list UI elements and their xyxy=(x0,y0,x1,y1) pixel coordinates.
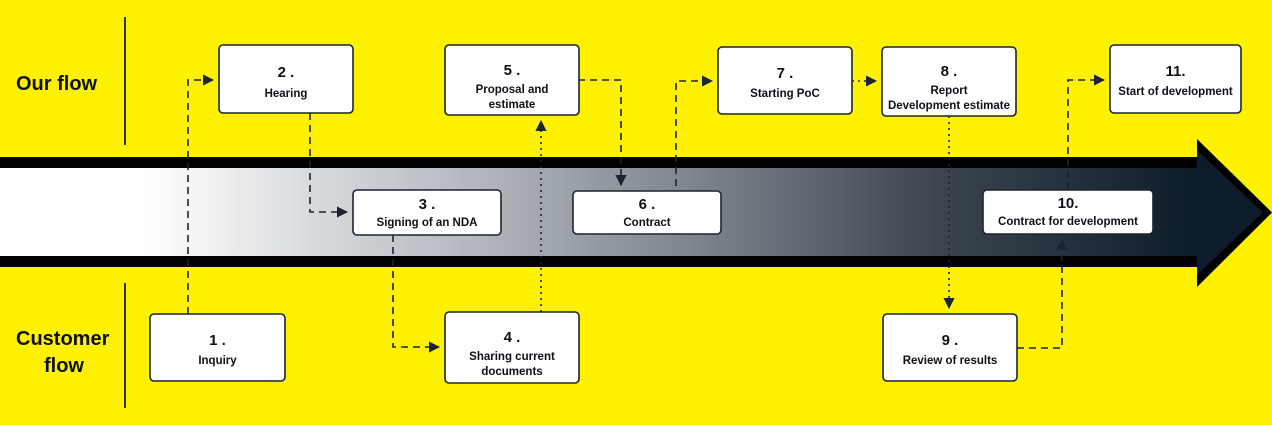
step-box-3-line-1: Signing of an NDA xyxy=(377,217,478,229)
connector-5-to-6 xyxy=(578,79,627,187)
connector-2-to-3 xyxy=(309,113,349,218)
step-box-9-rect[interactable] xyxy=(882,313,1018,382)
step-box-10[interactable]: 10. Contract for development xyxy=(982,189,1154,235)
timeline-arrow-head xyxy=(1197,150,1263,275)
step-box-6-line-1: Contract xyxy=(623,217,670,229)
step-box-4-line-1: Sharing current xyxy=(469,351,555,363)
connector-10-to-11 xyxy=(1067,74,1106,190)
step-box-5-rect[interactable] xyxy=(444,44,580,116)
step-box-9-number: 9 . xyxy=(942,332,959,349)
step-box-10-number: 10. xyxy=(1058,195,1079,212)
step-box-6[interactable]: 6 . Contract xyxy=(572,190,722,235)
connector-6-to-7 xyxy=(675,75,714,234)
step-box-10-line-1: Contract for development xyxy=(998,216,1138,228)
connector-3-to-4 xyxy=(392,235,441,353)
step-box-5-line-2: estimate xyxy=(489,99,536,111)
step-box-1-number: 1 . xyxy=(209,332,226,349)
connection-layer xyxy=(187,74,1106,353)
step-box-11-number: 11. xyxy=(1165,63,1185,80)
connector-1-to-2 xyxy=(187,74,215,314)
step-box-4-line-2: documents xyxy=(481,366,542,378)
step-box-7-line-1: Starting PoC xyxy=(750,88,820,100)
step-box-5[interactable]: 5 . Proposal and estimate xyxy=(444,44,580,116)
step-box-2[interactable]: 2 . Hearing xyxy=(218,44,354,114)
step-box-7-rect[interactable] xyxy=(717,46,853,115)
step-box-1[interactable]: 1 . Inquiry xyxy=(149,313,286,382)
step-box-6-rect[interactable] xyxy=(572,190,722,235)
step-box-6-number: 6 . xyxy=(639,196,656,213)
lane-label-our-flow: Our flow xyxy=(16,73,98,95)
lane-label-customer-flow-line1: Customer xyxy=(16,328,110,350)
step-box-3[interactable]: 3 . Signing of an NDA xyxy=(352,189,502,236)
step-box-10-rect[interactable] xyxy=(982,189,1154,235)
step-box-2-rect[interactable] xyxy=(218,44,354,114)
step-box-5-line-1: Proposal and xyxy=(476,84,549,96)
step-box-11[interactable]: 11. Start of development xyxy=(1109,44,1242,114)
lane-label-customer-flow-line2: flow xyxy=(44,355,84,377)
step-box-4-number: 4 . xyxy=(504,329,521,346)
step-box-5-number: 5 . xyxy=(504,62,521,79)
step-box-3-number: 3 . xyxy=(419,196,436,213)
step-box-8-line-1: Report xyxy=(930,85,967,97)
step-box-7[interactable]: 7 . Starting PoC xyxy=(717,46,853,115)
step-box-3-rect[interactable] xyxy=(352,189,502,236)
step-box-8-number: 8 . xyxy=(941,63,958,80)
step-box-11-line-1: Start of development xyxy=(1118,86,1233,98)
step-box-8-rect[interactable] xyxy=(881,46,1017,117)
step-box-1-line-1: Inquiry xyxy=(198,355,237,367)
step-box-8-line-2: Development estimate xyxy=(888,100,1010,112)
step-box-7-number: 7 . xyxy=(777,65,794,82)
step-box-2-line-1: Hearing xyxy=(265,88,308,100)
connector-9-to-10 xyxy=(1017,238,1068,349)
step-box-1-rect[interactable] xyxy=(149,313,286,382)
step-box-4-rect[interactable] xyxy=(444,311,580,384)
step-box-8[interactable]: 8 . Report Development estimate xyxy=(881,46,1017,117)
step-box-9-line-1: Review of results xyxy=(903,355,998,367)
step-box-4[interactable]: 4 . Sharing current documents xyxy=(444,311,580,384)
step-box-9[interactable]: 9 . Review of results xyxy=(882,313,1018,382)
step-box-layer: 1 . Inquiry 2 . Hearing 3 . Signing of a… xyxy=(149,44,1242,384)
step-box-11-rect[interactable] xyxy=(1109,44,1242,114)
step-box-2-number: 2 . xyxy=(278,64,295,81)
